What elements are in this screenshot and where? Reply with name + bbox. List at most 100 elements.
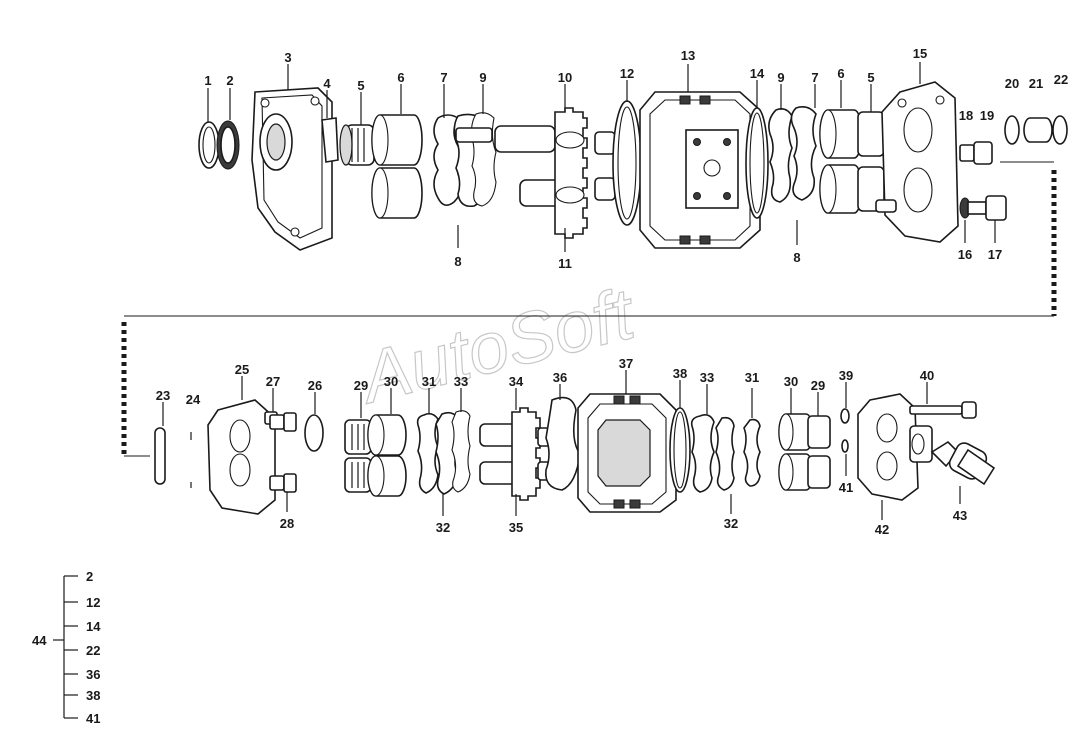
callout-12: 12 [620,66,634,81]
callout-22: 22 [1054,72,1068,87]
callout-32-right: 32 [724,516,738,531]
section-connector [121,161,1057,457]
top-callouts: 1 2 3 4 5 6 7 9 10 12 13 14 9 7 6 5 15 1… [204,46,1068,271]
callout-24: 24 [186,392,201,407]
callout-5-right: 5 [867,70,874,85]
kit-item: 36 [86,667,100,682]
callout-16: 16 [958,247,972,262]
callout-7: 7 [440,70,447,85]
part-25-rear-flange [207,399,278,515]
callout-18: 18 [959,108,973,123]
callout-33-right: 33 [700,370,714,385]
part-1-retaining-ring [198,121,220,169]
part-10-11-gear-shafts [494,107,616,239]
part-27-28-bolts [269,412,297,493]
part-3-mounting-flange [251,87,333,251]
callout-23: 23 [156,388,170,403]
part-42-end-cover [857,393,933,501]
callout-41: 41 [839,480,853,495]
part-20-21-22-small-rings [1004,115,1068,145]
callout-34: 34 [509,374,524,389]
callout-30: 30 [384,374,398,389]
part-31-33-32-seals [416,410,471,495]
callout-21: 21 [1029,76,1043,91]
bottom-assembly [154,393,996,515]
callout-38: 38 [673,366,687,381]
part-14-o-ring [745,107,769,219]
callout-39: 39 [839,368,853,383]
callout-9-right: 9 [777,70,784,85]
callout-31-right: 31 [745,370,759,385]
part-5-needle-bearing [339,124,375,166]
top-leader-lines [207,62,996,252]
callout-20: 20 [1005,76,1019,91]
callout-8: 8 [454,254,461,269]
part-6-5-right-bushings [819,109,885,214]
part-33-31-32-seals-right [690,414,761,493]
part-15-end-cover [875,81,959,243]
callout-8-right: 8 [793,250,800,265]
callout-27: 27 [266,374,280,389]
callout-30-right: 30 [784,374,798,389]
part-39-41-small-seals [840,408,850,453]
callout-19: 19 [980,108,994,123]
callout-36: 36 [553,370,567,385]
callout-17: 17 [988,247,1002,262]
callout-1: 1 [204,73,211,88]
top-assembly [198,81,1068,251]
part-43-relief-valve [930,440,996,486]
part-29-needle-bearings [344,419,372,493]
callout-31: 31 [422,374,436,389]
callout-29: 29 [354,378,368,393]
bottom-leader-lines [162,370,961,520]
callout-37: 37 [619,356,633,371]
callout-28: 28 [280,516,294,531]
part-38-o-ring [669,407,691,493]
callout-7-right: 7 [811,70,818,85]
callout-26: 26 [308,378,322,393]
part-36-seal [545,396,581,491]
callout-6: 6 [397,70,404,85]
kit-item: 14 [86,619,101,634]
callout-25: 25 [235,362,249,377]
kit-item: 41 [86,711,100,726]
callout-33: 33 [454,374,468,389]
part-7-9-8-seal-group [433,112,497,208]
part-18-19-plug [959,141,993,165]
callout-43: 43 [953,508,967,523]
callout-2: 2 [226,73,233,88]
callout-35: 35 [509,520,523,535]
part-30-bushings [367,414,407,497]
kit-label: 44 [32,633,47,648]
callout-29-right: 29 [811,378,825,393]
callout-13: 13 [681,48,695,63]
kit-item: 12 [86,595,100,610]
callout-6-right: 6 [837,66,844,81]
bottom-callouts: 23 24 25 27 26 29 30 31 33 34 36 37 38 3… [156,356,967,537]
part-9-7-8-seal-group-right [768,106,817,203]
part-12-o-ring [612,100,642,226]
part-30-29-right-bushings [778,413,831,491]
callout-40: 40 [920,368,934,383]
callout-32: 32 [436,520,450,535]
part-4-clip [321,117,339,163]
part-2-shaft-seal [216,120,240,170]
part-26-ring [304,414,324,452]
seal-kit-44: 44 2 12 14 22 36 38 41 [32,569,101,726]
part-34-35-gears [479,407,553,501]
kit-item: 2 [86,569,93,584]
callout-15: 15 [913,46,927,61]
callout-4: 4 [323,76,331,91]
callout-3: 3 [284,50,291,65]
callout-5: 5 [357,78,364,93]
kit-item: 22 [86,643,100,658]
part-23-pin [154,427,166,485]
part-13-gear-housing [639,91,761,249]
kit-item: 38 [86,688,100,703]
callout-11: 11 [558,256,572,271]
part-16-17-bolt [959,195,1007,221]
part-37-gear-housing [577,393,677,513]
callout-9: 9 [479,70,486,85]
callout-42: 42 [875,522,889,537]
